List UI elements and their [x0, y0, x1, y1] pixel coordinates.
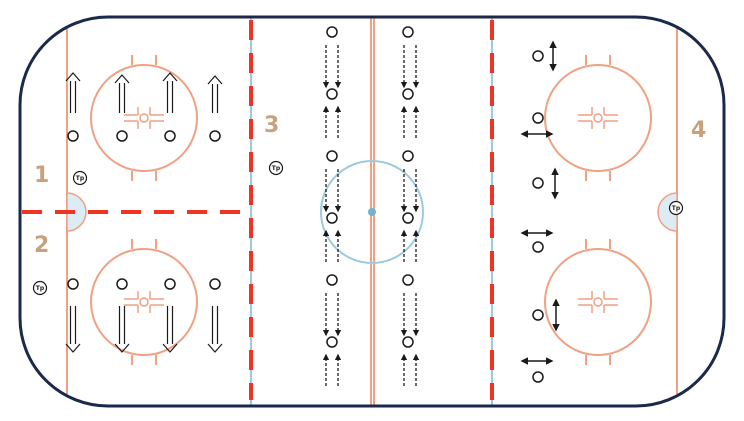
tp-marker: Tp	[268, 160, 284, 176]
player-marker	[532, 241, 544, 253]
skate-arrow-head	[207, 343, 223, 353]
player-marker	[67, 278, 79, 290]
tp-circle	[668, 200, 684, 216]
skate-arrow-head	[65, 343, 81, 353]
skate-arrow-head	[207, 75, 223, 85]
faceoff-dot	[593, 297, 603, 307]
skate-arrow	[207, 306, 223, 353]
faceoff-circle-2	[90, 239, 198, 365]
player-marker	[532, 112, 544, 124]
player-marker	[326, 26, 338, 38]
tp-text: Tp	[672, 205, 681, 212]
zone-label-2: 2	[34, 233, 49, 258]
faceoff-circles	[90, 55, 652, 365]
player-marker	[209, 278, 221, 290]
player-marker	[209, 130, 221, 142]
player-marker	[532, 309, 544, 321]
player-marker	[402, 212, 414, 224]
player-marker	[402, 26, 414, 38]
player-marker	[326, 88, 338, 100]
tp-text: Tp	[272, 165, 281, 172]
tp-circle	[72, 170, 88, 186]
player-marker	[116, 278, 128, 290]
tp-marker: Tp	[32, 280, 48, 296]
skate-arrow-head	[114, 343, 130, 353]
skate-arrow-head	[162, 343, 178, 353]
player-marker	[402, 150, 414, 162]
player-marker	[402, 274, 414, 286]
tp-circle	[268, 160, 284, 176]
tp-text: Tp	[36, 285, 45, 292]
skate-arrow	[207, 75, 223, 113]
goal-crease-left	[66, 192, 87, 232]
player-marker	[402, 336, 414, 348]
tp-marker: Tp	[668, 200, 684, 216]
faceoff-ring	[90, 64, 198, 172]
skate-arrow-head	[114, 74, 130, 84]
zone-label-3: 3	[264, 113, 279, 138]
player-marker	[326, 150, 338, 162]
zone-label-1: 1	[34, 163, 49, 188]
skate-arrow	[65, 72, 81, 113]
skate-arrow-head	[162, 72, 178, 82]
skate-arrow	[114, 74, 130, 113]
skate-arrow	[65, 306, 81, 353]
player-marker	[164, 130, 176, 142]
player-marker	[532, 371, 544, 383]
center-dot	[368, 208, 376, 216]
player-marker	[164, 278, 176, 290]
tp-circle	[32, 280, 48, 296]
skate-arrow	[114, 306, 130, 353]
player-marker	[116, 130, 128, 142]
player-marker	[67, 130, 79, 142]
faceoff-circle-4	[544, 239, 652, 365]
zone-label-4: 4	[691, 118, 706, 143]
player-marker	[326, 336, 338, 348]
faceoff-dot	[139, 113, 149, 123]
skate-arrow-head	[65, 72, 81, 82]
faceoff-ring	[544, 248, 652, 356]
center-circle	[320, 160, 424, 264]
tp-marker: Tp	[72, 170, 88, 186]
skate-arrow	[162, 72, 178, 113]
faceoff-ring	[544, 64, 652, 172]
faceoff-circle-1	[90, 55, 198, 181]
faceoff-ring	[90, 248, 198, 356]
player-marker	[326, 274, 338, 286]
skate-arrow	[162, 306, 178, 353]
player-marker	[532, 177, 544, 189]
rink-boards	[18, 15, 726, 408]
tp-text: Tp	[76, 175, 85, 182]
player-marker	[402, 88, 414, 100]
player-marker	[326, 212, 338, 224]
faceoff-circle-3	[544, 55, 652, 181]
faceoff-dot	[139, 297, 149, 307]
player-marker	[532, 50, 544, 62]
faceoff-dot	[593, 113, 603, 123]
